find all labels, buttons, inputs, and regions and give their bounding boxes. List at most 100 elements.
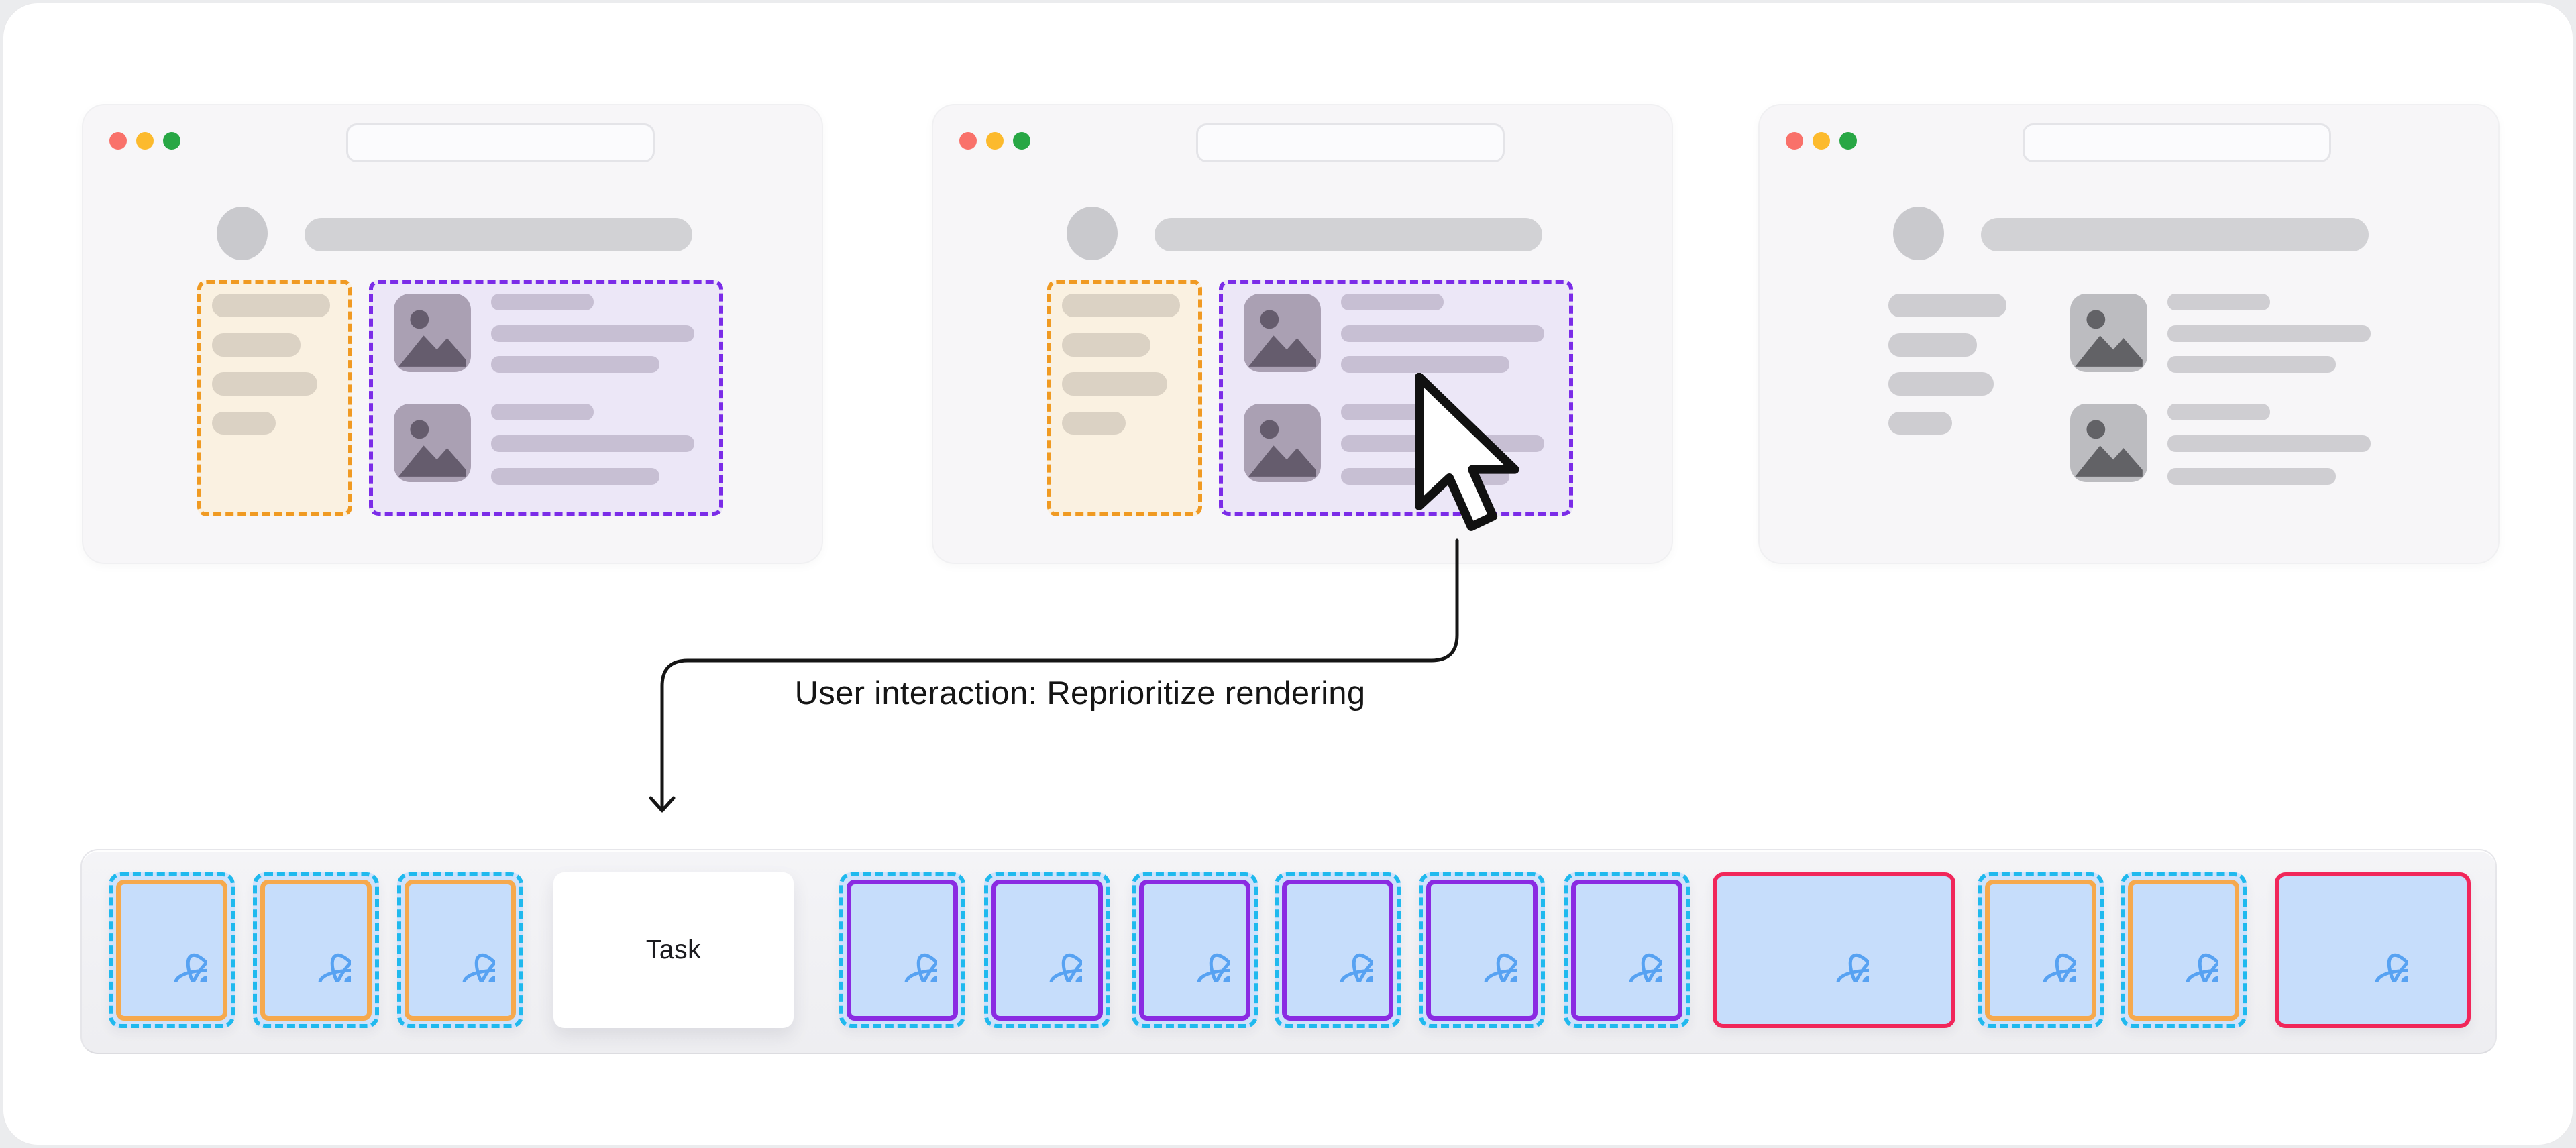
header-skeleton-bar (305, 218, 692, 251)
react-logo-icon (1447, 919, 1517, 982)
sidebar-priority-region (197, 280, 352, 516)
sidebar-skeleton-bar (1062, 333, 1150, 357)
timeline-card-purple-dashed (984, 872, 1110, 1028)
content-skeleton-bar (2167, 468, 2336, 485)
timeline-card-frame (1426, 880, 1538, 1021)
photo-placeholder-icon (394, 404, 471, 482)
photo-placeholder-icon (2070, 404, 2147, 482)
sidebar-skeleton-bar (1062, 294, 1180, 317)
traffic-lights (1786, 132, 1857, 150)
timeline-card-orange-dashed (253, 872, 379, 1028)
react-logo-icon (1303, 919, 1373, 982)
react-logo-icon (2149, 919, 2218, 982)
timeline-card-frame (847, 880, 958, 1021)
react-logo-icon (281, 919, 351, 982)
content-skeleton-bar (2167, 356, 2336, 373)
browser-window-1 (82, 104, 823, 564)
content-skeleton-bar (2167, 294, 2270, 310)
content-skeleton-bar (2167, 435, 2371, 452)
photo-placeholder-icon (1244, 294, 1321, 372)
sidebar-skeleton-bar (212, 294, 330, 317)
browser-window-2 (932, 104, 1673, 564)
header-skeleton-bar (1155, 218, 1542, 251)
timeline-card-purple-dashed (1132, 872, 1258, 1028)
sidebar-skeleton-bar (1888, 294, 2006, 317)
react-logo-icon (1592, 919, 1662, 982)
timeline-card-orange-dashed (397, 872, 523, 1028)
traffic-light-minimize-icon (136, 132, 154, 150)
task-card-label: Task (645, 935, 702, 964)
react-logo-icon (2006, 919, 2076, 982)
avatar-skeleton (217, 207, 268, 260)
traffic-light-zoom-icon (1839, 132, 1857, 150)
timeline-card-frame (405, 880, 516, 1021)
sidebar-skeleton-bar (1888, 333, 1977, 357)
browser-window-3 (1758, 104, 2500, 564)
timeline-card-frame (260, 880, 372, 1021)
header-skeleton-bar (1981, 218, 2369, 251)
traffic-light-zoom-icon (163, 132, 180, 150)
timeline-card-orange-dashed (2121, 872, 2247, 1028)
timeline-card-orange-dashed (109, 872, 235, 1028)
content-priority-region (369, 280, 723, 516)
traffic-light-close-icon (109, 132, 127, 150)
react-logo-icon (1799, 919, 1869, 982)
timeline-card-task: Task (553, 872, 794, 1028)
address-bar (346, 123, 655, 162)
content-skeleton-bar (491, 435, 694, 452)
sidebar-priority-region (1047, 280, 1202, 516)
traffic-light-minimize-icon (986, 132, 1004, 150)
address-bar (1196, 123, 1505, 162)
content-skeleton-bar (491, 404, 594, 420)
annotation-label: User interaction: Reprioritize rendering (794, 675, 1366, 711)
sidebar-skeleton-bar (1888, 372, 1994, 396)
content-skeleton-bar (1341, 294, 1444, 310)
content-skeleton-bar (1341, 325, 1544, 342)
content-skeleton-bar (491, 356, 659, 373)
timeline-card-purple-dashed (839, 872, 965, 1028)
timeline-card-frame (116, 880, 227, 1021)
arrow-pointer-icon (1415, 373, 1519, 531)
avatar-skeleton (1893, 207, 1944, 260)
content-skeleton-bar (491, 294, 594, 310)
traffic-light-close-icon (959, 132, 977, 150)
sidebar-skeleton-bar (212, 372, 317, 396)
sidebar-skeleton-bar (1062, 412, 1126, 435)
traffic-light-minimize-icon (1813, 132, 1830, 150)
sidebar-skeleton-bar (212, 333, 301, 357)
traffic-light-zoom-icon (1013, 132, 1030, 150)
sidebar-skeleton-bar (212, 412, 276, 435)
timeline-card-red-wide (2275, 872, 2471, 1028)
avatar-skeleton (1067, 207, 1118, 260)
react-logo-icon (1160, 919, 1230, 982)
content-skeleton-bar (1341, 356, 1509, 373)
timeline-card-frame (1571, 880, 1682, 1021)
render-timeline: Task (80, 849, 2497, 1054)
react-logo-icon (137, 919, 207, 982)
react-logo-icon (2338, 919, 2408, 982)
photo-placeholder-icon (2070, 294, 2147, 372)
timeline-card-orange-dashed (1978, 872, 2104, 1028)
react-logo-icon (1012, 919, 1082, 982)
timeline-card-frame (1139, 880, 1250, 1021)
timeline-card-frame (1985, 880, 2096, 1021)
sidebar-skeleton-bar (1062, 372, 1167, 396)
timeline-card-frame (2128, 880, 2239, 1021)
sidebar-rendered-region (1874, 280, 2029, 516)
react-logo-icon (867, 919, 937, 982)
traffic-lights (109, 132, 180, 150)
sidebar-skeleton-bar (1888, 412, 1952, 435)
photo-placeholder-icon (1244, 404, 1321, 482)
photo-placeholder-icon (394, 294, 471, 372)
traffic-lights (959, 132, 1030, 150)
timeline-card-frame (991, 880, 1103, 1021)
timeline-card-purple-dashed (1275, 872, 1401, 1028)
timeline-card-frame (1282, 880, 1393, 1021)
content-rendered-region (2045, 280, 2400, 516)
content-priority-region (1219, 280, 1573, 516)
timeline-card-purple-dashed (1419, 872, 1545, 1028)
content-skeleton-bar (491, 325, 694, 342)
traffic-light-close-icon (1786, 132, 1803, 150)
content-skeleton-bar (491, 468, 659, 485)
